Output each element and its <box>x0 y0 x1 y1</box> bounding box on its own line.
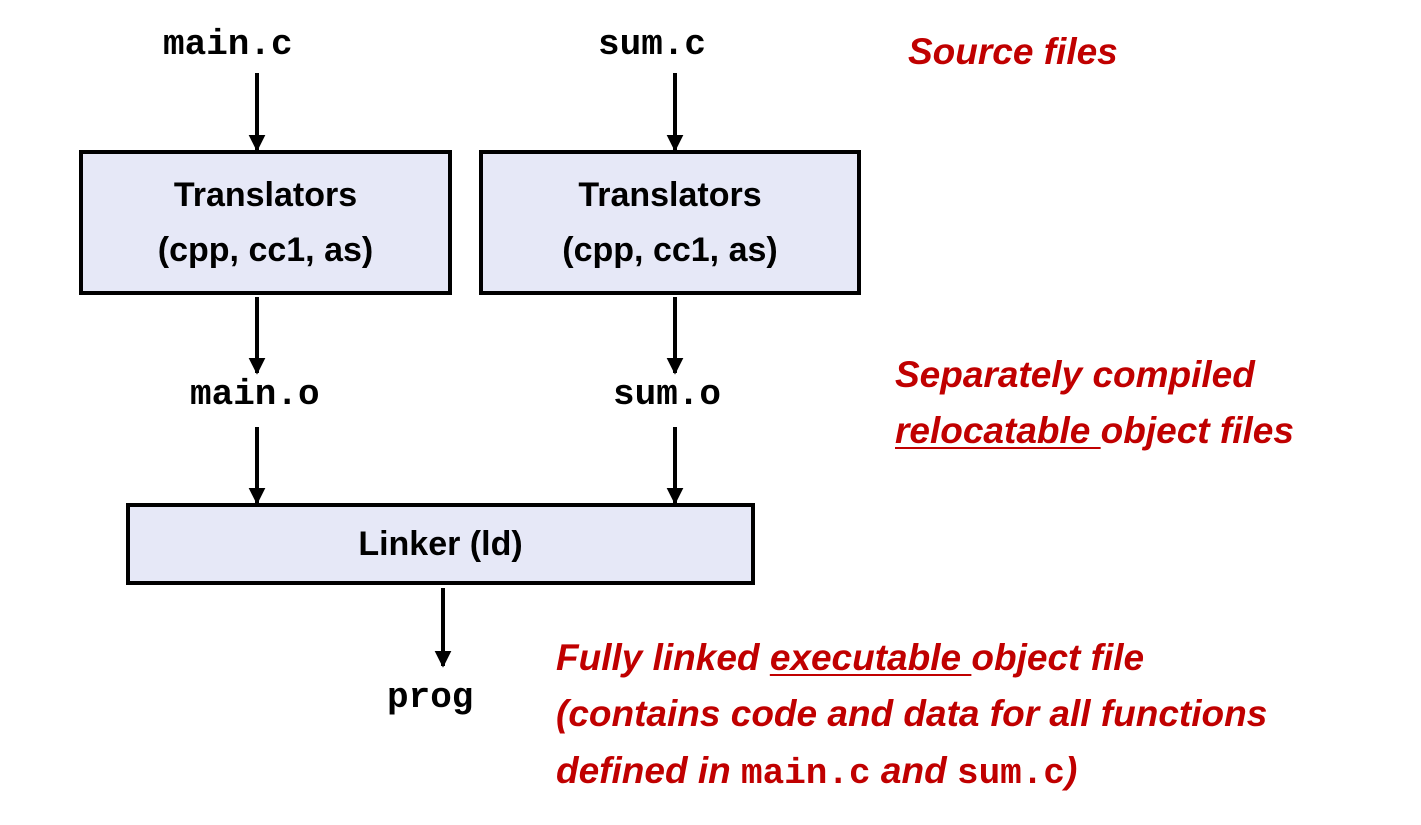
object-file-main: main.o <box>190 374 320 415</box>
executable-note-line2: (contains code and data for all function… <box>556 693 1268 734</box>
source-files-note: Source files <box>908 31 1118 72</box>
executable-term: executable <box>769 637 972 678</box>
relocatable-term: relocatable <box>895 410 1101 451</box>
object-files-rest: object files <box>1100 410 1294 451</box>
executable-note-prefix: Fully linked <box>556 637 770 678</box>
linker-label: Linker (ld) <box>358 524 523 563</box>
object-files-note-line1: Separately compiled <box>895 354 1255 395</box>
translators-title: Translators <box>173 176 358 215</box>
note-file-main: main.c <box>741 753 871 794</box>
object-file-sum: sum.o <box>613 374 722 415</box>
translators-title: Translators <box>578 176 762 215</box>
note-line3-prefix: defined in <box>556 750 741 791</box>
note-file-sum: sum.c <box>956 753 1065 794</box>
translators-box-sum: Translators (cpp, cc1, as) <box>479 150 861 295</box>
source-file-main: main.c <box>163 24 293 65</box>
executable-note-suffix: object file <box>971 637 1145 678</box>
executable-note-line3: defined in main.c and sum.c) <box>556 752 1077 792</box>
source-file-sum: sum.c <box>598 24 707 65</box>
translators-tools: (cpp, cc1, as) <box>562 230 778 269</box>
translators-tools: (cpp, cc1, as) <box>157 230 374 269</box>
object-files-note-line2: relocatable object files <box>895 412 1294 449</box>
translators-box-main: Translators (cpp, cc1, as) <box>79 150 452 295</box>
linker-box: Linker (ld) <box>126 503 755 585</box>
note-line3-mid: and <box>870 750 957 791</box>
executable-note-line1: Fully linked executable object file <box>556 639 1144 676</box>
note-line3-suffix: ) <box>1065 750 1078 791</box>
output-file-prog: prog <box>387 677 474 718</box>
